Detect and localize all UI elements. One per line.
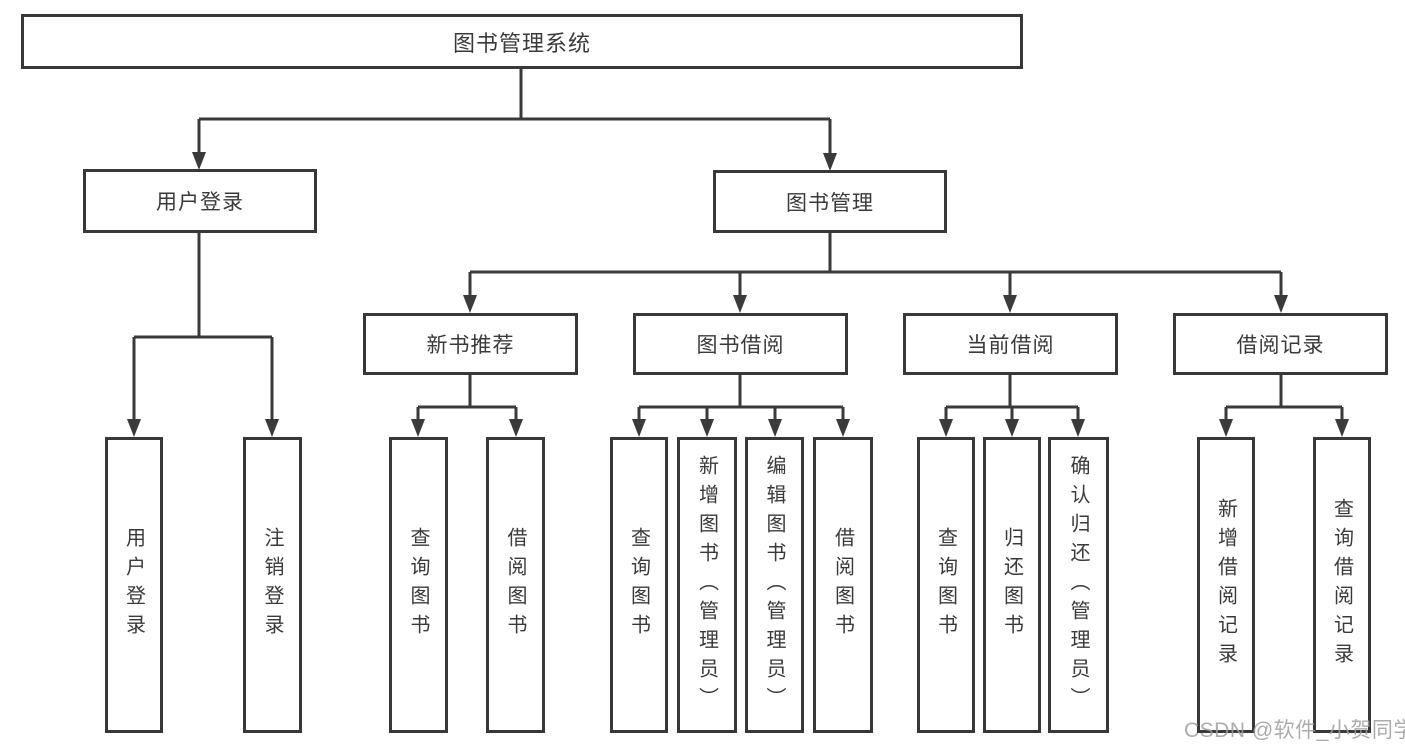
arrowhead (127, 419, 141, 437)
leaf-user-login-label: 用户登录 (122, 527, 145, 643)
node-book-borrowing: 图书借阅 (633, 313, 848, 375)
arrowhead (1071, 419, 1085, 437)
leaf-current-query-books-label: 查询图书 (934, 527, 957, 643)
arrowhead (823, 153, 837, 171)
node-root-label: 图书管理系统 (452, 30, 591, 56)
arrowhead (265, 419, 279, 437)
leaf-edit-books-admin: 编辑图书（管理员） (745, 437, 804, 733)
node-user-login-label: 用户登录 (156, 191, 244, 214)
arrowhead (1274, 295, 1288, 313)
arrowhead (411, 419, 425, 437)
leaf-newbook-borrow-books: 借阅图书 (486, 437, 545, 733)
csdn-watermark: CSDN @软件_小贺同学 (1184, 719, 1405, 742)
arrowhead (632, 419, 646, 437)
arrowhead (192, 152, 206, 170)
node-new-book-recommend-label: 新书推荐 (426, 334, 515, 357)
arrowhead (1335, 419, 1349, 437)
connector-book-mgmt-branch (468, 233, 1283, 296)
leaf-query-borrow-record: 查询借阅记录 (1313, 437, 1371, 733)
node-user-login: 用户登录 (83, 169, 317, 233)
arrowhead (1219, 419, 1233, 437)
node-book-borrowing-label: 图书借阅 (696, 334, 785, 357)
leaf-newbook-query-books: 查询图书 (389, 437, 448, 733)
leaf-return-books-label: 归还图书 (1000, 527, 1023, 643)
leaf-query-borrow-record-label: 查询借阅记录 (1330, 498, 1353, 672)
node-borrowing-records-label: 借阅记录 (1236, 334, 1325, 357)
leaf-logout: 注销登录 (243, 437, 302, 733)
connector-new-book-branch (416, 375, 518, 421)
leaf-borrowing-query-books-label: 查询图书 (627, 527, 650, 643)
leaf-add-books-admin: 新增图书（管理员） (677, 437, 737, 733)
connector-user-login-branch (132, 233, 274, 420)
leaf-borrowing-query-books: 查询图书 (610, 437, 668, 733)
leaf-current-query-books: 查询图书 (917, 437, 975, 733)
leaf-confirm-return-admin-label: 确认归还（管理员） (1067, 454, 1089, 716)
arrowhead (1005, 419, 1019, 437)
node-current-borrowing: 当前借阅 (903, 313, 1118, 375)
leaf-edit-books-admin-label: 编辑图书（管理员） (763, 454, 785, 716)
node-current-borrowing-label: 当前借阅 (966, 334, 1055, 357)
arrowhead (700, 419, 714, 437)
node-book-management-label: 图书管理 (786, 191, 874, 215)
node-book-management: 图书管理 (713, 170, 947, 233)
arrowhead (939, 419, 953, 437)
node-new-book-recommend: 新书推荐 (363, 313, 578, 375)
connector-current-borrow-branch (944, 375, 1080, 421)
leaf-user-login: 用户登录 (105, 437, 163, 733)
arrowhead (768, 419, 782, 437)
node-root: 图书管理系统 (21, 14, 1023, 69)
leaf-borrowing-borrow-books-label: 借阅图书 (831, 527, 854, 643)
arrowhead (733, 295, 747, 313)
connector-borrow-record-branch (1224, 375, 1344, 421)
leaf-borrowing-borrow-books: 借阅图书 (813, 437, 873, 733)
leaf-logout-label: 注销登录 (261, 527, 283, 643)
connector-root-branch (197, 69, 832, 153)
arrowhead (1003, 295, 1017, 313)
connector-book-borrow-branch (637, 375, 845, 421)
leaf-newbook-query-books-label: 查询图书 (407, 527, 429, 643)
arrowhead (509, 419, 523, 437)
leaf-add-books-admin-label: 新增图书（管理员） (695, 454, 718, 716)
leaf-return-books: 归还图书 (983, 437, 1041, 733)
arrowhead (463, 295, 477, 313)
leaf-add-borrow-record: 新增借阅记录 (1197, 437, 1255, 733)
node-borrowing-records: 借阅记录 (1173, 313, 1388, 375)
leaf-add-borrow-record-label: 新增借阅记录 (1214, 498, 1237, 672)
arrowhead (836, 419, 850, 437)
leaf-newbook-borrow-books-label: 借阅图书 (504, 527, 526, 643)
leaf-confirm-return-admin: 确认归还（管理员） (1048, 437, 1109, 733)
